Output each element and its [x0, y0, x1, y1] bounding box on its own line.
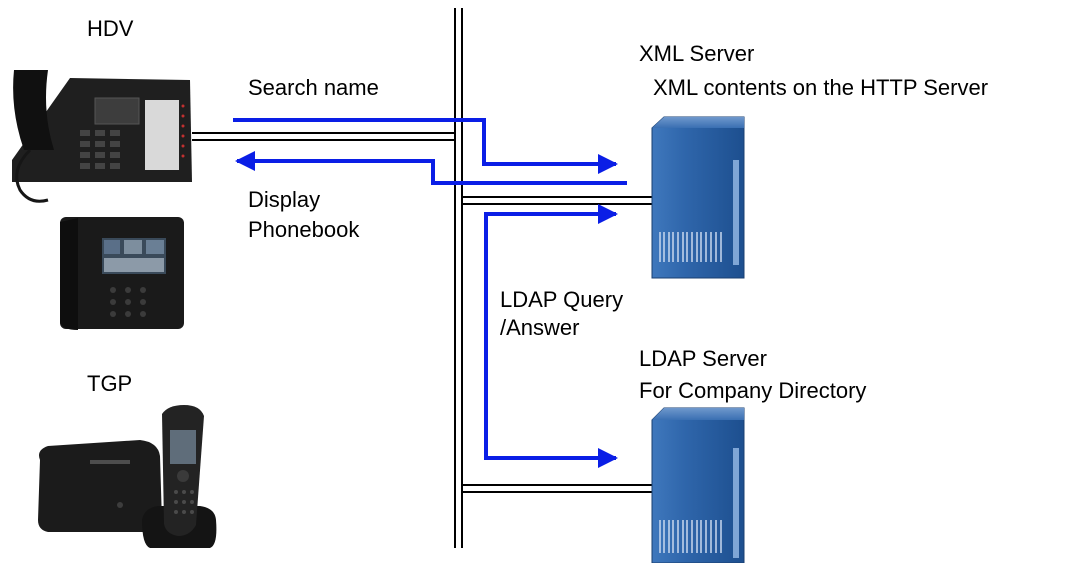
- flow-arrows: [233, 118, 627, 468]
- touchscreen-phone-icon: [60, 217, 184, 330]
- xml-server-icon: [651, 116, 745, 279]
- ldap-server-icon: [651, 407, 745, 563]
- xml-server-description: XML contents on the HTTP Server: [653, 75, 989, 100]
- search-name-label: Search name: [248, 75, 379, 100]
- hdv-label: HDV: [87, 16, 134, 41]
- desk-phone-icon: [12, 70, 192, 203]
- dect-base-station-icon: [38, 440, 162, 532]
- display-phonebook-arrow: [235, 151, 627, 185]
- tgp-label: TGP: [87, 371, 133, 396]
- network-backbone: [454, 8, 463, 548]
- dect-handset-icon: [142, 405, 217, 548]
- ldap-answer-label: /Answer: [500, 315, 580, 340]
- ldap-query-arrow: [484, 204, 618, 468]
- ldap-server-description: For Company Directory: [639, 378, 867, 403]
- xml-server-title: XML Server: [639, 41, 755, 66]
- ldap-server-title: LDAP Server: [639, 346, 767, 371]
- ldap-query-label: LDAP Query: [500, 287, 624, 312]
- display-label: Display: [248, 187, 321, 212]
- ldap-server-network-link: [462, 484, 652, 493]
- xml-server-network-link: [462, 196, 652, 205]
- phonebook-label: Phonebook: [248, 217, 360, 242]
- hdv-network-link: [192, 132, 455, 141]
- search-name-arrow: [233, 118, 618, 174]
